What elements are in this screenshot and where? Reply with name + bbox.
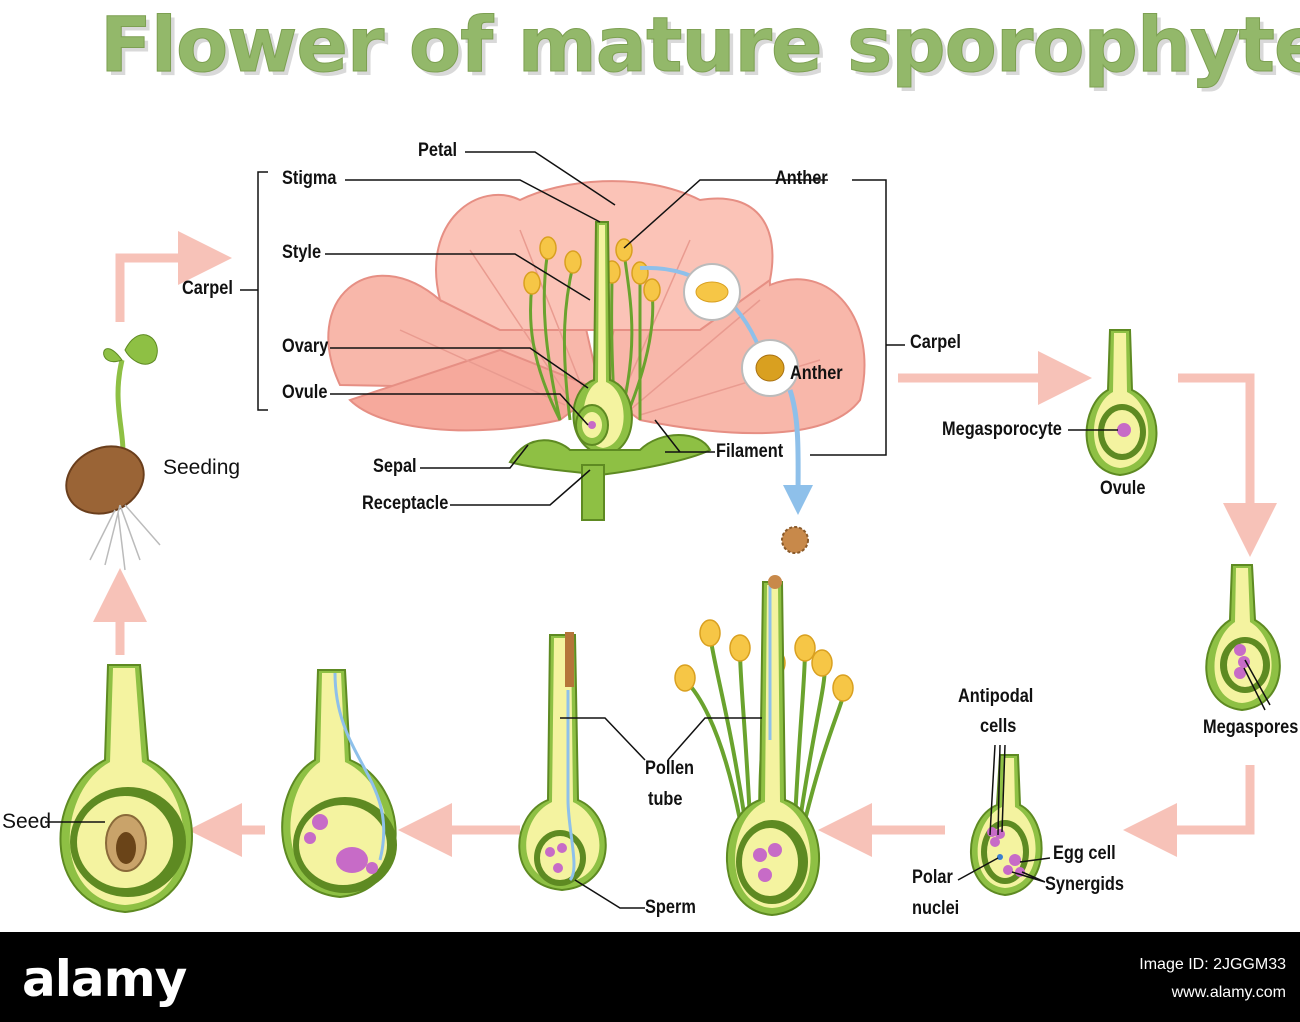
label-filament: Filament xyxy=(716,441,784,462)
label-sepal: Sepal xyxy=(373,456,417,477)
label-seeding: Seeding xyxy=(163,456,241,479)
ovule-stage-3 xyxy=(957,744,1051,897)
watermark-footer: alamy Image ID: 2JGGM33 www.alamy.com xyxy=(0,932,1300,1022)
flower-illustration xyxy=(327,180,866,521)
cycle-arrows xyxy=(93,231,1277,857)
image-id: Image ID: 2JGGM33 xyxy=(1139,956,1286,973)
label-seed: Seed xyxy=(2,810,52,833)
label-sperm: Sperm xyxy=(645,897,696,918)
label-anther-top: Anther xyxy=(775,168,828,189)
alamy-logo: alamy xyxy=(22,950,187,1008)
pollinated-ovary xyxy=(674,575,854,917)
ovule-stage-2 xyxy=(1205,564,1281,712)
label-carpel-left: Carpel xyxy=(182,278,233,299)
flower-stem xyxy=(581,464,605,521)
arrow-ovule-to-megaspores xyxy=(1178,373,1277,557)
label-pollen-2: tube xyxy=(648,789,683,810)
arrow-megaspores-to-embryo-sac xyxy=(1123,765,1255,857)
label-megasporocyte: Megasporocyte xyxy=(942,419,1062,440)
label-antipodal-1: Antipodal xyxy=(958,686,1034,707)
label-ovule-top: Ovule xyxy=(282,382,328,403)
sepals xyxy=(508,434,712,477)
label-anther-inset: Anther xyxy=(790,363,843,384)
label-stigma: Stigma xyxy=(282,168,337,189)
label-polar-1: Polar xyxy=(912,867,953,888)
label-receptacle: Receptacle xyxy=(362,493,449,514)
label-megaspores: Megaspores xyxy=(1203,717,1299,738)
seedling-illustration xyxy=(65,334,161,571)
fertilized-ovule xyxy=(281,669,397,899)
label-antipodal-2: cells xyxy=(980,716,1017,737)
site-url: www.alamy.com xyxy=(1171,984,1286,1001)
label-carpel-right: Carpel xyxy=(910,332,961,353)
seed-ovule xyxy=(45,664,193,914)
label-ovule-right: Ovule xyxy=(1100,478,1146,499)
label-style: Style xyxy=(282,242,322,263)
label-ovary: Ovary xyxy=(282,336,329,357)
ovule-stage-1 xyxy=(1068,329,1158,477)
label-petal: Petal xyxy=(418,140,458,161)
label-egg-cell: Egg cell xyxy=(1053,843,1116,864)
arrow-seeding-to-flower xyxy=(115,231,232,322)
label-pollen-1: Pollen xyxy=(645,758,695,779)
pollen-tube-ovule xyxy=(518,632,762,909)
label-synergids: Synergids xyxy=(1045,874,1125,895)
anther-insets xyxy=(639,263,814,554)
label-polar-2: nuclei xyxy=(912,898,960,919)
leader-lines xyxy=(240,151,905,506)
pollen-grain xyxy=(781,526,809,554)
diagram-title: Flower of mature sporophyte xyxy=(100,0,1300,90)
